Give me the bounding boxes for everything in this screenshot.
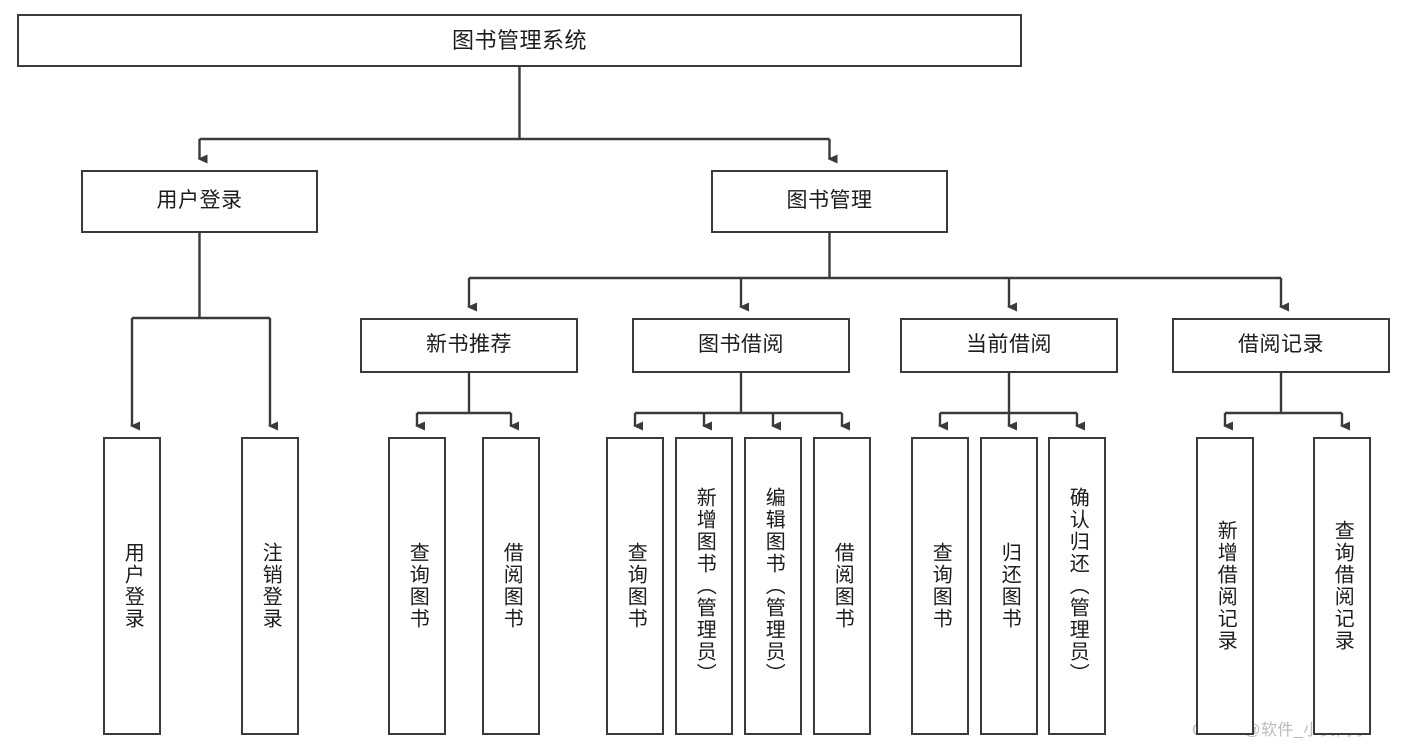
node-label: 借阅记录 [1238, 333, 1324, 357]
node-label: 确认归还（管理员） [1066, 487, 1089, 685]
node-label: 归还图书 [998, 542, 1021, 630]
node-leaf-return-book: 归还图书 [980, 437, 1038, 735]
node-label: 当前借阅 [966, 333, 1052, 357]
node-leaf-confirm-return: 确认归还（管理员） [1048, 437, 1106, 735]
node-label: 图书管理系统 [451, 27, 587, 53]
node-label: 图书借阅 [698, 333, 784, 357]
node-label: 新增借阅记录 [1214, 520, 1237, 652]
node-label: 查询图书 [624, 542, 647, 630]
node-label: 查询图书 [406, 542, 429, 630]
node-book-borrow: 图书借阅 [632, 318, 850, 373]
node-leaf-query-book-2: 查询图书 [606, 437, 664, 735]
node-leaf-edit-book: 编辑图书（管理员） [744, 437, 802, 735]
node-leaf-add-record: 新增借阅记录 [1196, 437, 1254, 735]
node-user-login: 用户登录 [81, 170, 318, 233]
node-label: 借阅图书 [831, 542, 854, 630]
node-leaf-query-book-1: 查询图书 [388, 437, 446, 735]
node-label: 新增图书（管理员） [693, 487, 716, 685]
node-label: 查询图书 [929, 542, 952, 630]
node-root: 图书管理系统 [17, 14, 1022, 67]
node-label: 用户登录 [156, 189, 243, 213]
node-label: 图书管理 [786, 189, 873, 213]
node-label: 借阅图书 [500, 542, 523, 630]
node-label: 编辑图书（管理员） [762, 487, 785, 685]
node-borrow-record: 借阅记录 [1172, 318, 1390, 373]
node-leaf-query-book-3: 查询图书 [911, 437, 969, 735]
node-leaf-borrow-book-1: 借阅图书 [482, 437, 540, 735]
node-label: 用户登录 [121, 542, 144, 630]
node-leaf-user-login: 用户登录 [103, 437, 161, 735]
node-label: 新书推荐 [426, 333, 512, 357]
node-label: 查询借阅记录 [1331, 520, 1354, 652]
node-label: 注销登录 [259, 542, 282, 630]
node-current-borrow: 当前借阅 [900, 318, 1118, 373]
node-book-manage: 图书管理 [711, 170, 948, 233]
node-leaf-user-logout: 注销登录 [241, 437, 299, 735]
node-leaf-add-book: 新增图书（管理员） [675, 437, 733, 735]
node-leaf-borrow-book-2: 借阅图书 [813, 437, 871, 735]
node-new-book-recommend: 新书推荐 [360, 318, 578, 373]
node-leaf-query-record: 查询借阅记录 [1313, 437, 1371, 735]
